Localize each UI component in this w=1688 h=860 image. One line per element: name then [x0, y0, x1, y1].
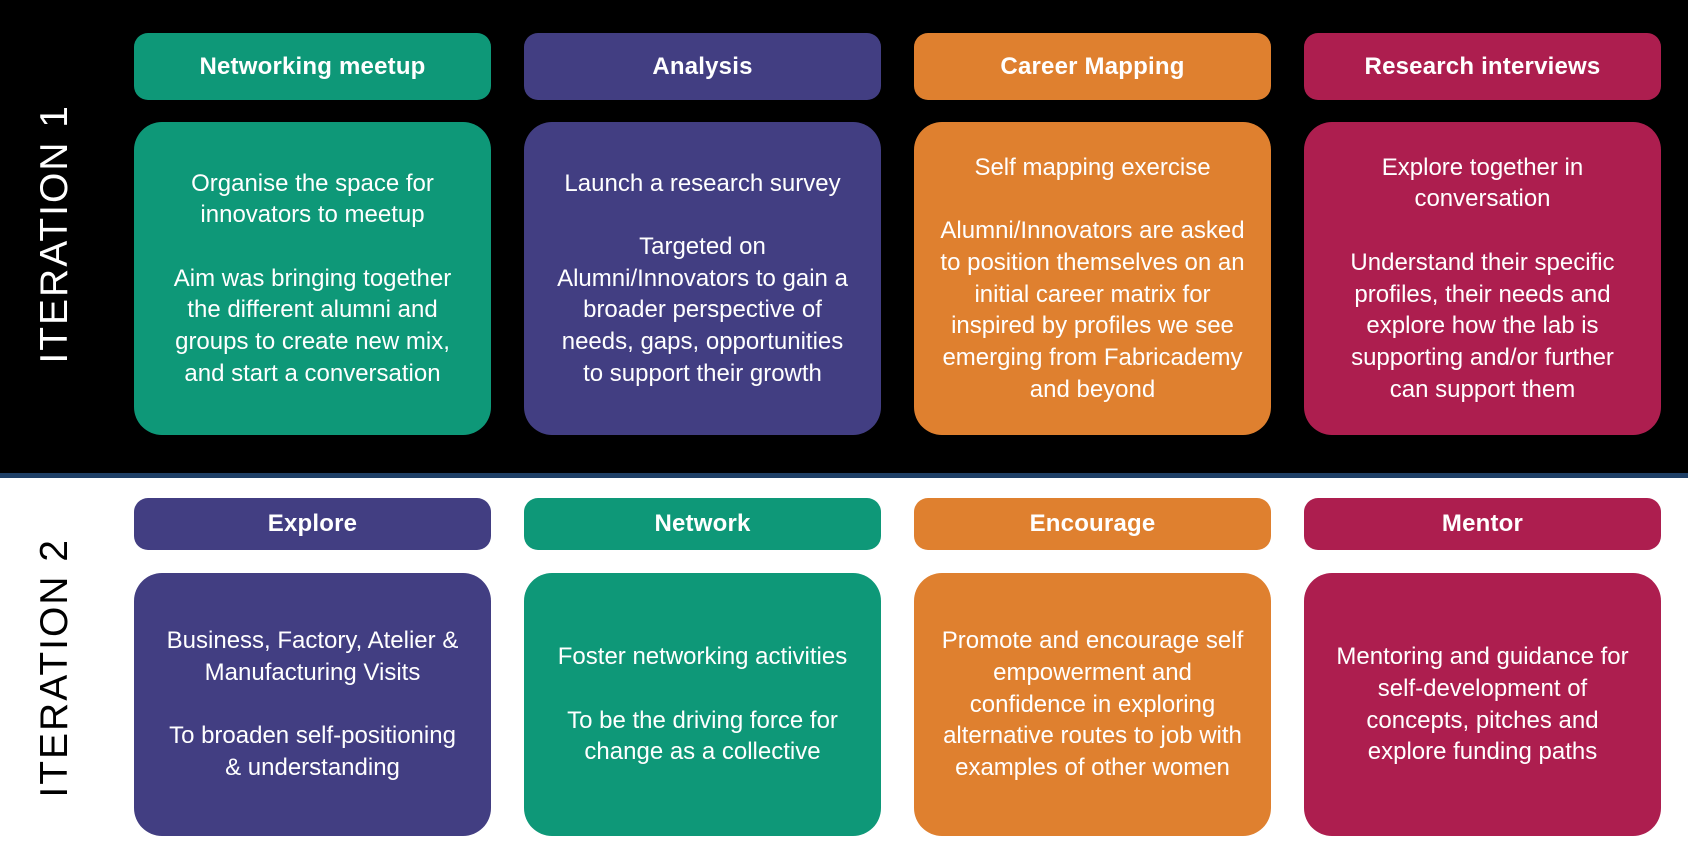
column-career-mapping: Career Mapping Self mapping exercise Alu…	[914, 33, 1271, 435]
network-header-label: Network	[654, 510, 751, 537]
column-networking-meetup: Networking meetup Organise the space for…	[134, 33, 491, 435]
column-research-interviews: Research interviews Explore together in …	[1304, 33, 1661, 435]
explore-header-label: Explore	[267, 510, 358, 537]
explore-card: Business, Factory, Atelier & Manufacturi…	[134, 573, 491, 836]
networking-meetup-card: Organise the space for innovators to mee…	[134, 122, 491, 435]
mentor-header-pill: Mentor	[1304, 498, 1661, 550]
column-explore: Explore Business, Factory, Atelier & Man…	[134, 498, 491, 836]
analysis-header-label: Analysis	[652, 52, 753, 80]
career-mapping-header-pill: Career Mapping	[914, 33, 1271, 100]
iteration-2-label: ITERATION 2	[0, 498, 110, 838]
career-mapping-header-label: Career Mapping	[1000, 52, 1185, 80]
iteration-1-label: ITERATION 1	[0, 33, 110, 435]
analysis-header-pill: Analysis	[524, 33, 881, 100]
mentor-card-text: Mentoring and guidance for self-developm…	[1336, 643, 1629, 766]
iteration-2-label-text: ITERATION 2	[33, 538, 76, 798]
research-interviews-card-text: Explore together in conversation Underst…	[1350, 153, 1615, 403]
network-card-text: Foster networking activities To be the d…	[557, 643, 848, 766]
network-header-pill: Network	[524, 498, 881, 550]
networking-meetup-header-pill: Networking meetup	[134, 33, 491, 100]
section-divider	[0, 473, 1688, 478]
iteration-1-row: Networking meetup Organise the space for…	[134, 33, 1661, 435]
networking-meetup-card-text: Organise the space for innovators to mee…	[173, 169, 452, 387]
network-card: Foster networking activities To be the d…	[524, 573, 881, 836]
iteration-2-row: Explore Business, Factory, Atelier & Man…	[134, 498, 1661, 836]
column-analysis: Analysis Launch a research survey Target…	[524, 33, 881, 435]
mentor-header-label: Mentor	[1441, 510, 1524, 537]
analysis-card: Launch a research survey Targeted on Alu…	[524, 122, 881, 435]
mentor-card: Mentoring and guidance for self-developm…	[1304, 573, 1661, 836]
column-encourage: Encourage Promote and encourage self emp…	[914, 498, 1271, 836]
explore-header-pill: Explore	[134, 498, 491, 550]
column-network: Network Foster networking activities To …	[524, 498, 881, 836]
iteration-1-label-text: ITERATION 1	[33, 104, 76, 364]
encourage-card-text: Promote and encourage self empowerment a…	[941, 627, 1244, 781]
research-interviews-header-pill: Research interviews	[1304, 33, 1661, 100]
explore-card-text: Business, Factory, Atelier & Manufacturi…	[166, 627, 459, 781]
column-mentor: Mentor Mentoring and guidance for self-d…	[1304, 498, 1661, 836]
encourage-header-label: Encourage	[1029, 510, 1156, 537]
encourage-header-pill: Encourage	[914, 498, 1271, 550]
career-mapping-card: Self mapping exercise Alumni/Innovators …	[914, 122, 1271, 435]
analysis-card-text: Launch a research survey Targeted on Alu…	[557, 169, 848, 387]
networking-meetup-header-label: Networking meetup	[199, 52, 426, 80]
career-mapping-card-text: Self mapping exercise Alumni/Innovators …	[940, 153, 1245, 403]
encourage-card: Promote and encourage self empowerment a…	[914, 573, 1271, 836]
research-interviews-card: Explore together in conversation Underst…	[1304, 122, 1661, 435]
research-interviews-header-label: Research interviews	[1364, 52, 1601, 80]
